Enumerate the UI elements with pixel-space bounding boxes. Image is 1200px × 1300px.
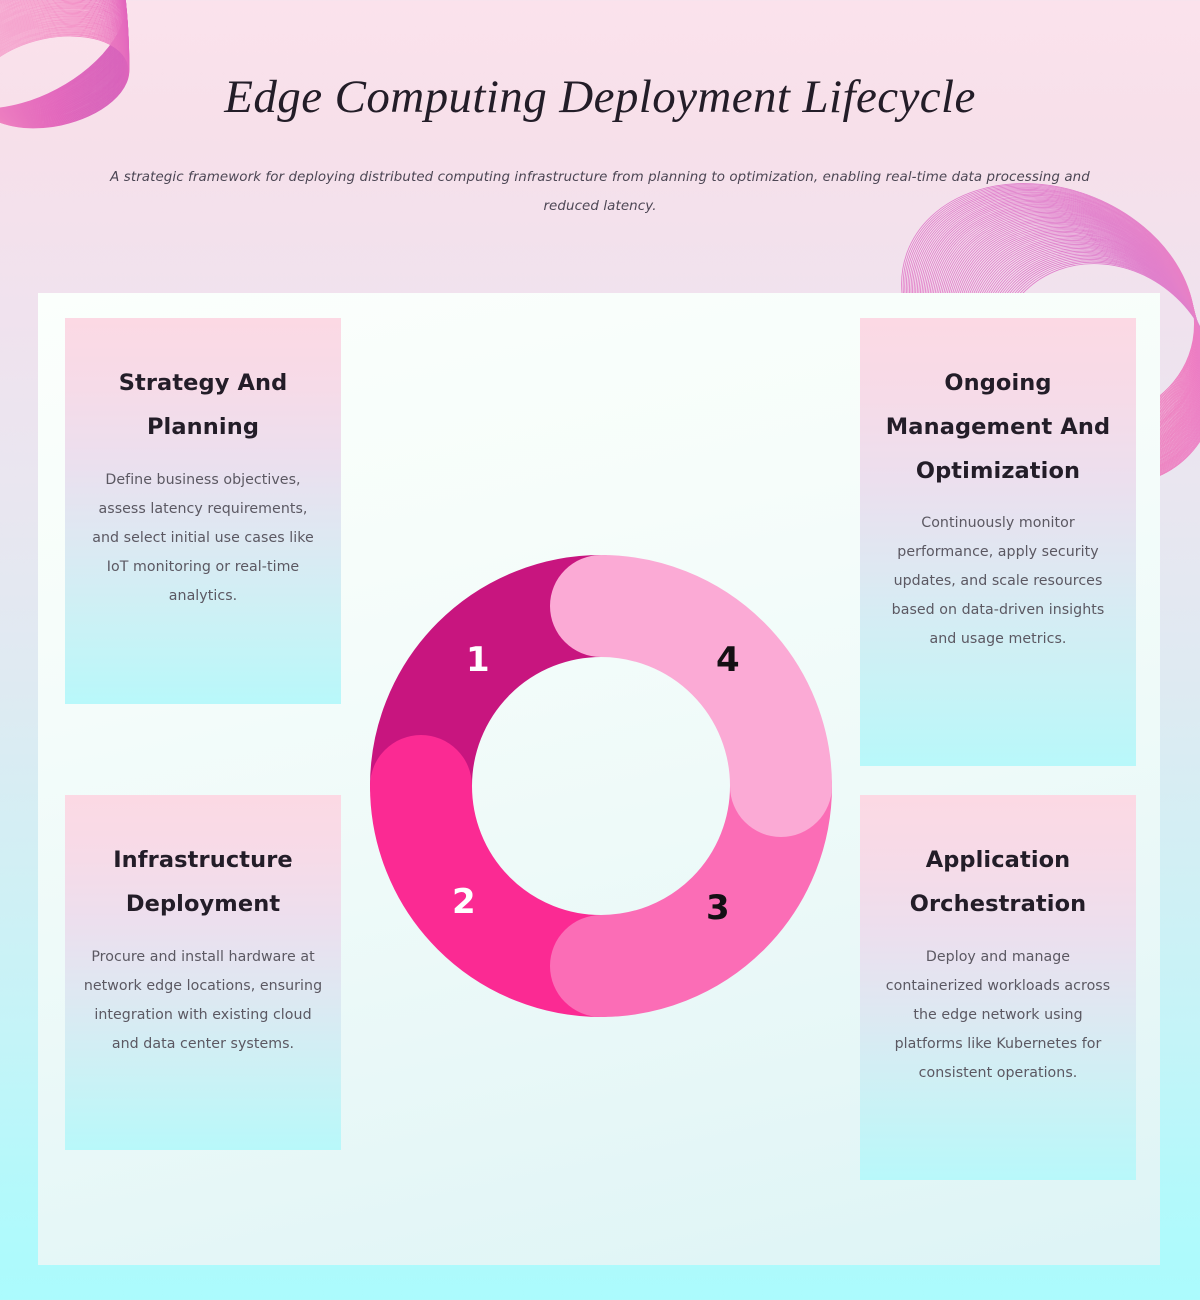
donut-label-1: 1 [466,640,490,680]
page-subtitle: A strategic framework for deploying dist… [110,169,1090,214]
card-title: Application Orchestration [909,847,1087,917]
page-title: Edge Computing Deployment Lifecycle [224,71,976,123]
card-body: Continuously monitor performance, apply … [891,514,1105,648]
card-infrastructure-deployment[interactable]: Infrastructure Deployment Procure and in… [65,795,341,1150]
card-title: Ongoing Management And Optimization [885,370,1111,484]
donut-label-4: 4 [716,640,740,680]
card-body: Define business objectives, assess laten… [92,471,314,605]
card-title: Strategy And Planning [118,370,288,440]
donut-label-2: 2 [452,882,476,922]
card-ongoing-management-and-optimization[interactable]: Ongoing Management And Optimization Cont… [860,318,1136,766]
card-body: Deploy and manage containerized workload… [885,948,1111,1082]
card-body: Procure and install hardware at network … [83,948,323,1053]
lifecycle-donut-chart: 1 2 3 4 [370,555,832,1017]
card-application-orchestration[interactable]: Application Orchestration Deploy and man… [860,795,1136,1180]
donut-label-3: 3 [706,888,730,928]
header: Edge Computing Deployment Lifecycle A st… [0,0,1200,221]
donut-svg [370,555,832,1017]
card-strategy-and-planning[interactable]: Strategy And Planning Define business ob… [65,318,341,704]
donut-segment[interactable] [550,555,832,837]
card-title: Infrastructure Deployment [113,847,293,917]
